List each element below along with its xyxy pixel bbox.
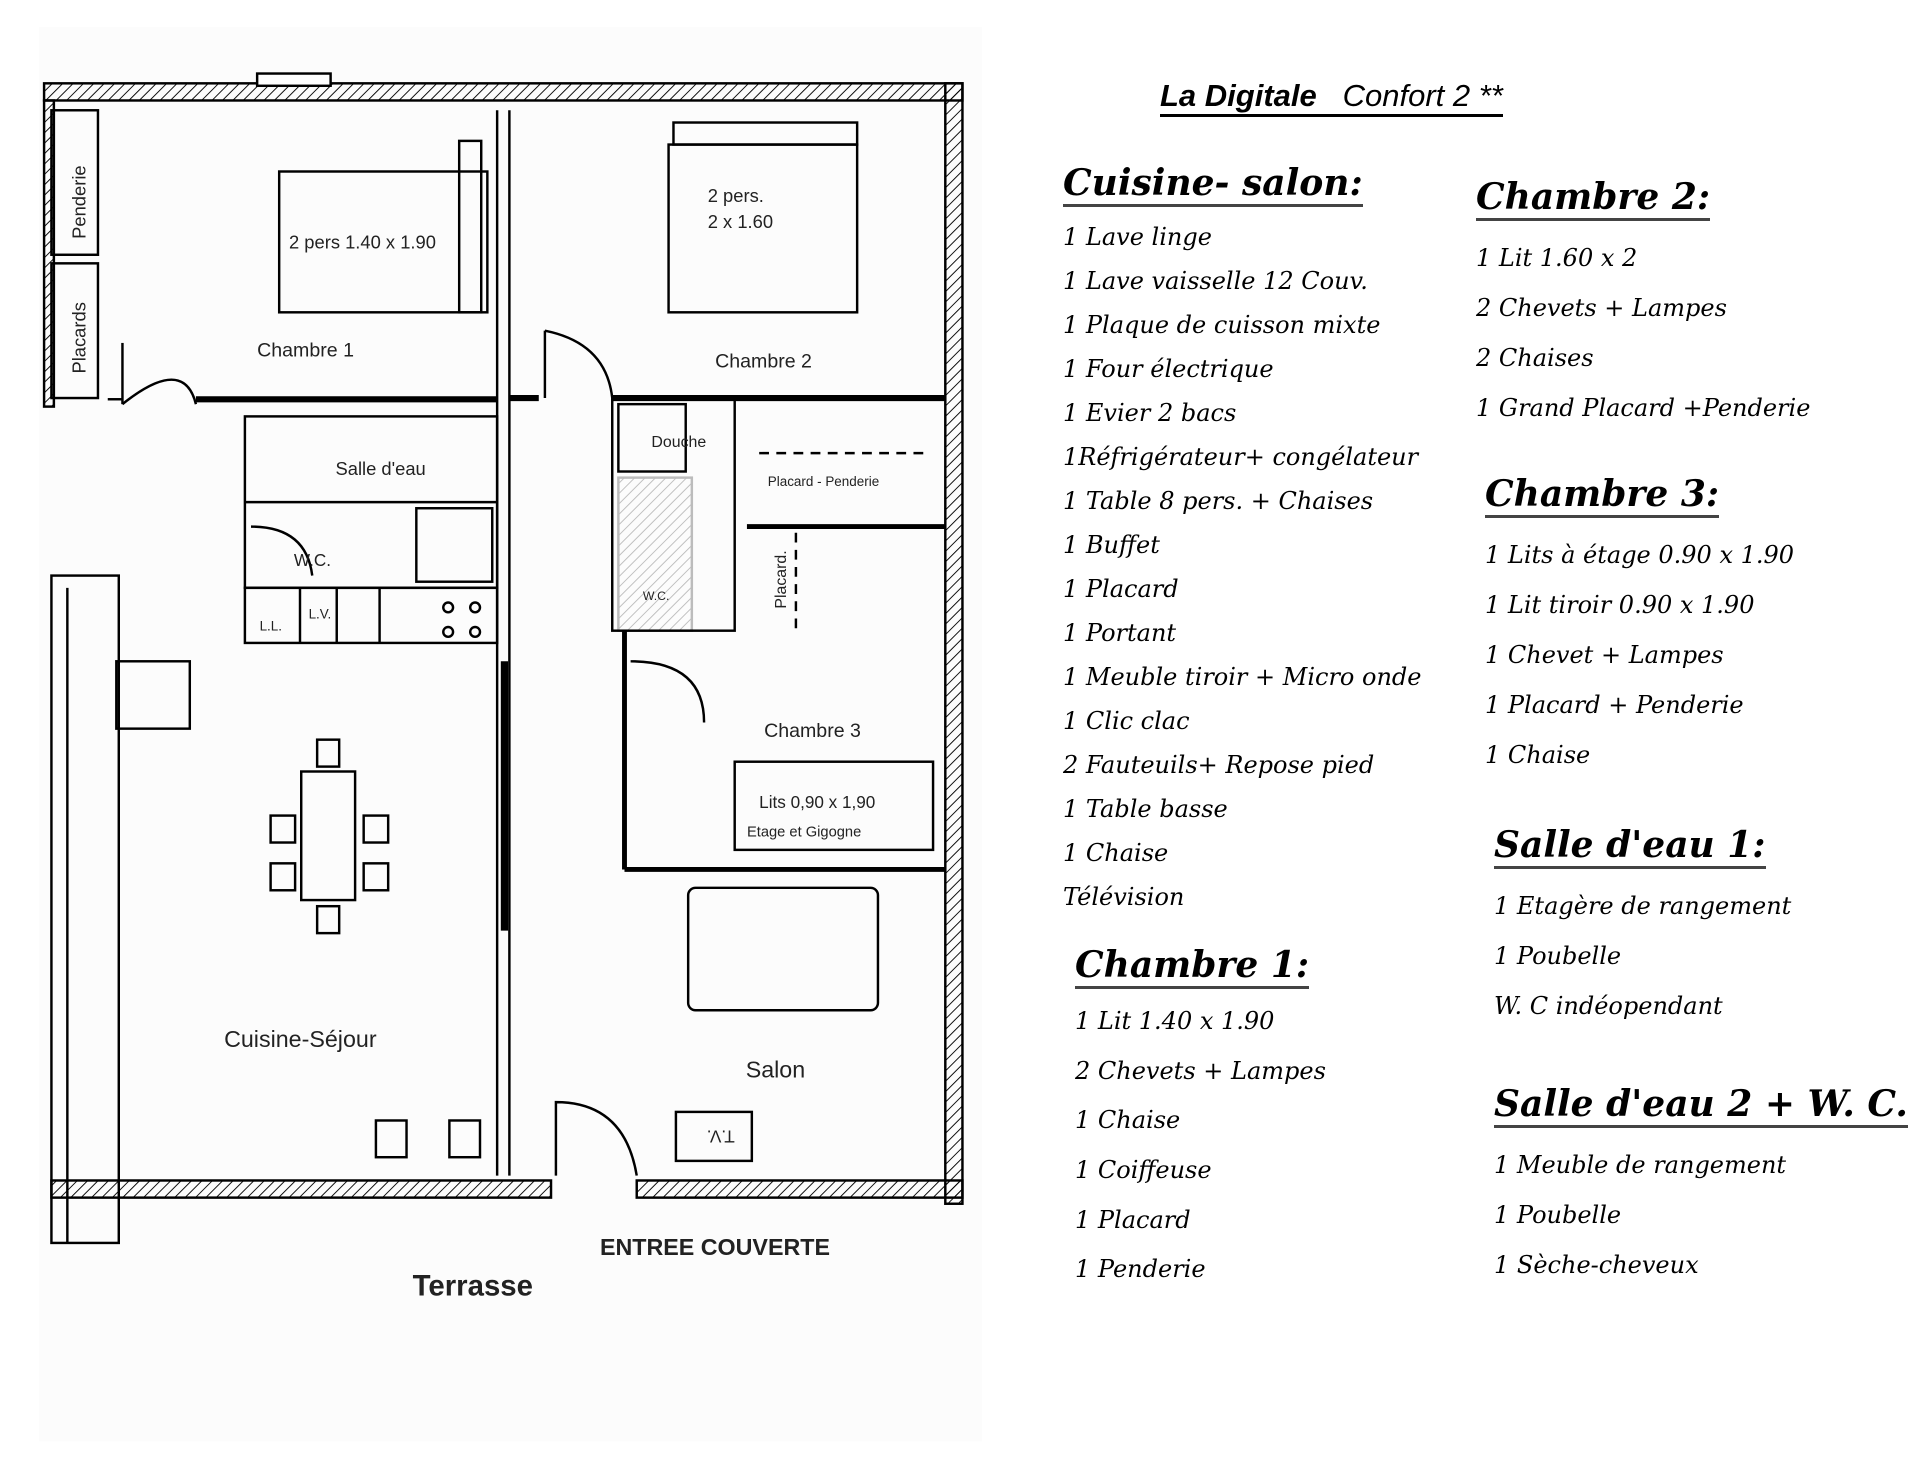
list-item: 1 Penderie (1075, 1255, 1206, 1284)
list-item: 1Réfrigérateur+ congélateur (1063, 443, 1419, 471)
list-item: 1 Lit 1.60 x 2 (1476, 244, 1638, 272)
inventory-list: 1 Lit 1.40 x 1.90 2 Chevets + Lampes 1 C… (1075, 997, 1326, 1295)
label-bed-2-line1: 2 pers. (708, 185, 764, 206)
label-entree-couverte: ENTREE COUVERTE (600, 1234, 830, 1260)
inventory-list: 1 Lit 1.60 x 2 2 Chevets + Lampes 2 Chai… (1476, 233, 1810, 433)
inventory-list: 1 Etagère de rangement 1 Poubelle W. C i… (1494, 881, 1791, 1031)
label-chambre-3: Chambre 3 (764, 720, 861, 742)
plan-labels: Penderie Placards 2 pers 1.40 x 1.90 Cha… (69, 165, 879, 1302)
list-item: 1 Lit tiroir 0.90 x 1.90 (1485, 591, 1755, 619)
bed-chambre-3 (733, 760, 935, 852)
section-title: Cuisine- salon: (1063, 162, 1363, 207)
list-item: 1 Sèche-cheveux (1494, 1251, 1699, 1279)
list-item: 1 Clic clac (1063, 707, 1190, 735)
label-bed-3-line2: Etage et Gigogne (747, 824, 861, 840)
list-item: 1 Poubelle (1494, 1201, 1622, 1229)
list-item: 1 Etagère de rangement (1494, 892, 1792, 920)
label-lave-vaisselle: L.V. (309, 606, 332, 621)
label-tv: T.V. (707, 1126, 735, 1146)
list-item: 1 Placard (1063, 575, 1179, 603)
label-bed-1: 2 pers 1.40 x 1.90 (289, 232, 436, 253)
list-item: 1 Table basse (1063, 795, 1228, 823)
list-item: 1 Coiffeuse (1075, 1156, 1212, 1185)
section-title: Salle d'eau 2 + W. C. (1494, 1083, 1908, 1128)
list-item: 1 Placard + Penderie (1485, 691, 1744, 719)
section-chambre-3: Chambre 3: 1 Lits à étage 0.90 x 1.90 1 … (1485, 473, 1794, 780)
label-wc: W.C. (294, 550, 331, 570)
list-item: 1 Meuble tiroir + Micro onde (1063, 663, 1422, 691)
inventory-list: 1 Lits à étage 0.90 x 1.90 1 Lit tiroir … (1485, 530, 1794, 780)
inventory-list: 1 Lave linge 1 Lave vaisselle 12 Couv. 1… (1063, 215, 1421, 919)
label-bed-3-line1: Lits 0,90 x 1,90 (759, 792, 875, 812)
label-penderie: Penderie (69, 165, 90, 239)
dining-table (300, 770, 357, 902)
list-item: 1 Table 8 pers. + Chaises (1063, 487, 1374, 515)
section-title: Salle d'eau 1: (1494, 824, 1766, 869)
list-item: 1 Lit 1.40 x 1.90 (1075, 1007, 1275, 1035)
list-item: 1 Lave linge (1063, 223, 1212, 251)
list-item: 1 Chaise (1063, 839, 1169, 867)
section-title: Chambre 3: (1485, 473, 1720, 518)
section-salle-eau-2: Salle d'eau 2 + W. C. 1 Meuble de rangem… (1494, 1083, 1908, 1290)
list-item: 2 Fauteuils+ Repose pied (1063, 751, 1375, 779)
list-item: Télévision (1063, 883, 1185, 911)
walls (42, 72, 964, 1205)
list-item: W. C indéopendant (1494, 992, 1723, 1020)
tv-stand (674, 1110, 754, 1163)
label-bed-2-line2: 2 x 1.60 (708, 211, 773, 232)
label-chambre-2: Chambre 2 (715, 350, 812, 372)
bed-chambre-1 (277, 170, 489, 314)
list-item: 1 Grand Placard +Penderie (1476, 394, 1811, 422)
list-item: 1 Buffet (1063, 531, 1160, 559)
list-item: 2 Chevets + Lampes (1075, 1056, 1326, 1085)
label-salon: Salon (746, 1057, 805, 1083)
label-placards: Placards (69, 302, 90, 373)
list-item: 1 Chevet + Lampes (1485, 641, 1724, 669)
label-lave-linge: L.L. (260, 619, 282, 634)
list-item: 1 Chaise (1075, 1106, 1181, 1135)
inventory-list: 1 Meuble de rangement 1 Poubelle 1 Sèche… (1494, 1140, 1908, 1290)
list-item: 2 Chevets + Lampes (1476, 294, 1727, 322)
label-douche: Douche (651, 434, 706, 451)
list-item: 1 Portant (1063, 619, 1177, 647)
list-item: 1 Placard (1075, 1205, 1191, 1234)
list-item: 1 Plaque de cuisson mixte (1063, 311, 1381, 339)
list-item: 1 Poubelle (1494, 942, 1622, 970)
list-item: 1 Meuble de rangement (1494, 1151, 1787, 1179)
interior-walls (50, 110, 946, 1245)
page-title: La Digitale Confort 2 ** (1160, 78, 1503, 117)
section-chambre-2: Chambre 2: 1 Lit 1.60 x 2 2 Chevets + La… (1476, 176, 1810, 433)
section-chambre-1: Chambre 1: 1 Lit 1.40 x 1.90 2 Chevets +… (1075, 944, 1326, 1295)
list-item: 1 Lave vaisselle 12 Couv. (1063, 267, 1368, 295)
label-salle-eau: Salle d'eau (336, 458, 426, 479)
label-terrasse: Terrasse (413, 1270, 533, 1303)
label-placard-penderie: Placard - Penderie (768, 474, 879, 489)
label-chambre-1: Chambre 1 (257, 339, 354, 361)
label-placard: Placard. (773, 550, 790, 608)
label-wc-2: W.C. (643, 589, 670, 603)
section-title: Chambre 1: (1075, 944, 1310, 989)
list-item: 1 Evier 2 bacs (1063, 399, 1237, 427)
property-name: La Digitale (1160, 78, 1317, 113)
list-item: 2 Chaises (1476, 344, 1594, 372)
label-cuisine-sejour: Cuisine-Séjour (224, 1026, 377, 1052)
sofa (686, 886, 880, 1012)
list-item: 1 Four électrique (1063, 355, 1274, 383)
section-cuisine-salon: Cuisine- salon: 1 Lave linge 1 Lave vais… (1063, 162, 1421, 919)
property-category: Confort 2 ** (1342, 78, 1503, 113)
furniture (50, 109, 935, 1163)
section-title: Chambre 2: (1476, 176, 1711, 221)
plan-background (39, 27, 983, 1442)
list-item: 1 Lits à étage 0.90 x 1.90 (1485, 541, 1795, 569)
section-salle-eau-1: Salle d'eau 1: 1 Etagère de rangement 1 … (1494, 824, 1791, 1031)
list-item: 1 Chaise (1485, 741, 1591, 769)
